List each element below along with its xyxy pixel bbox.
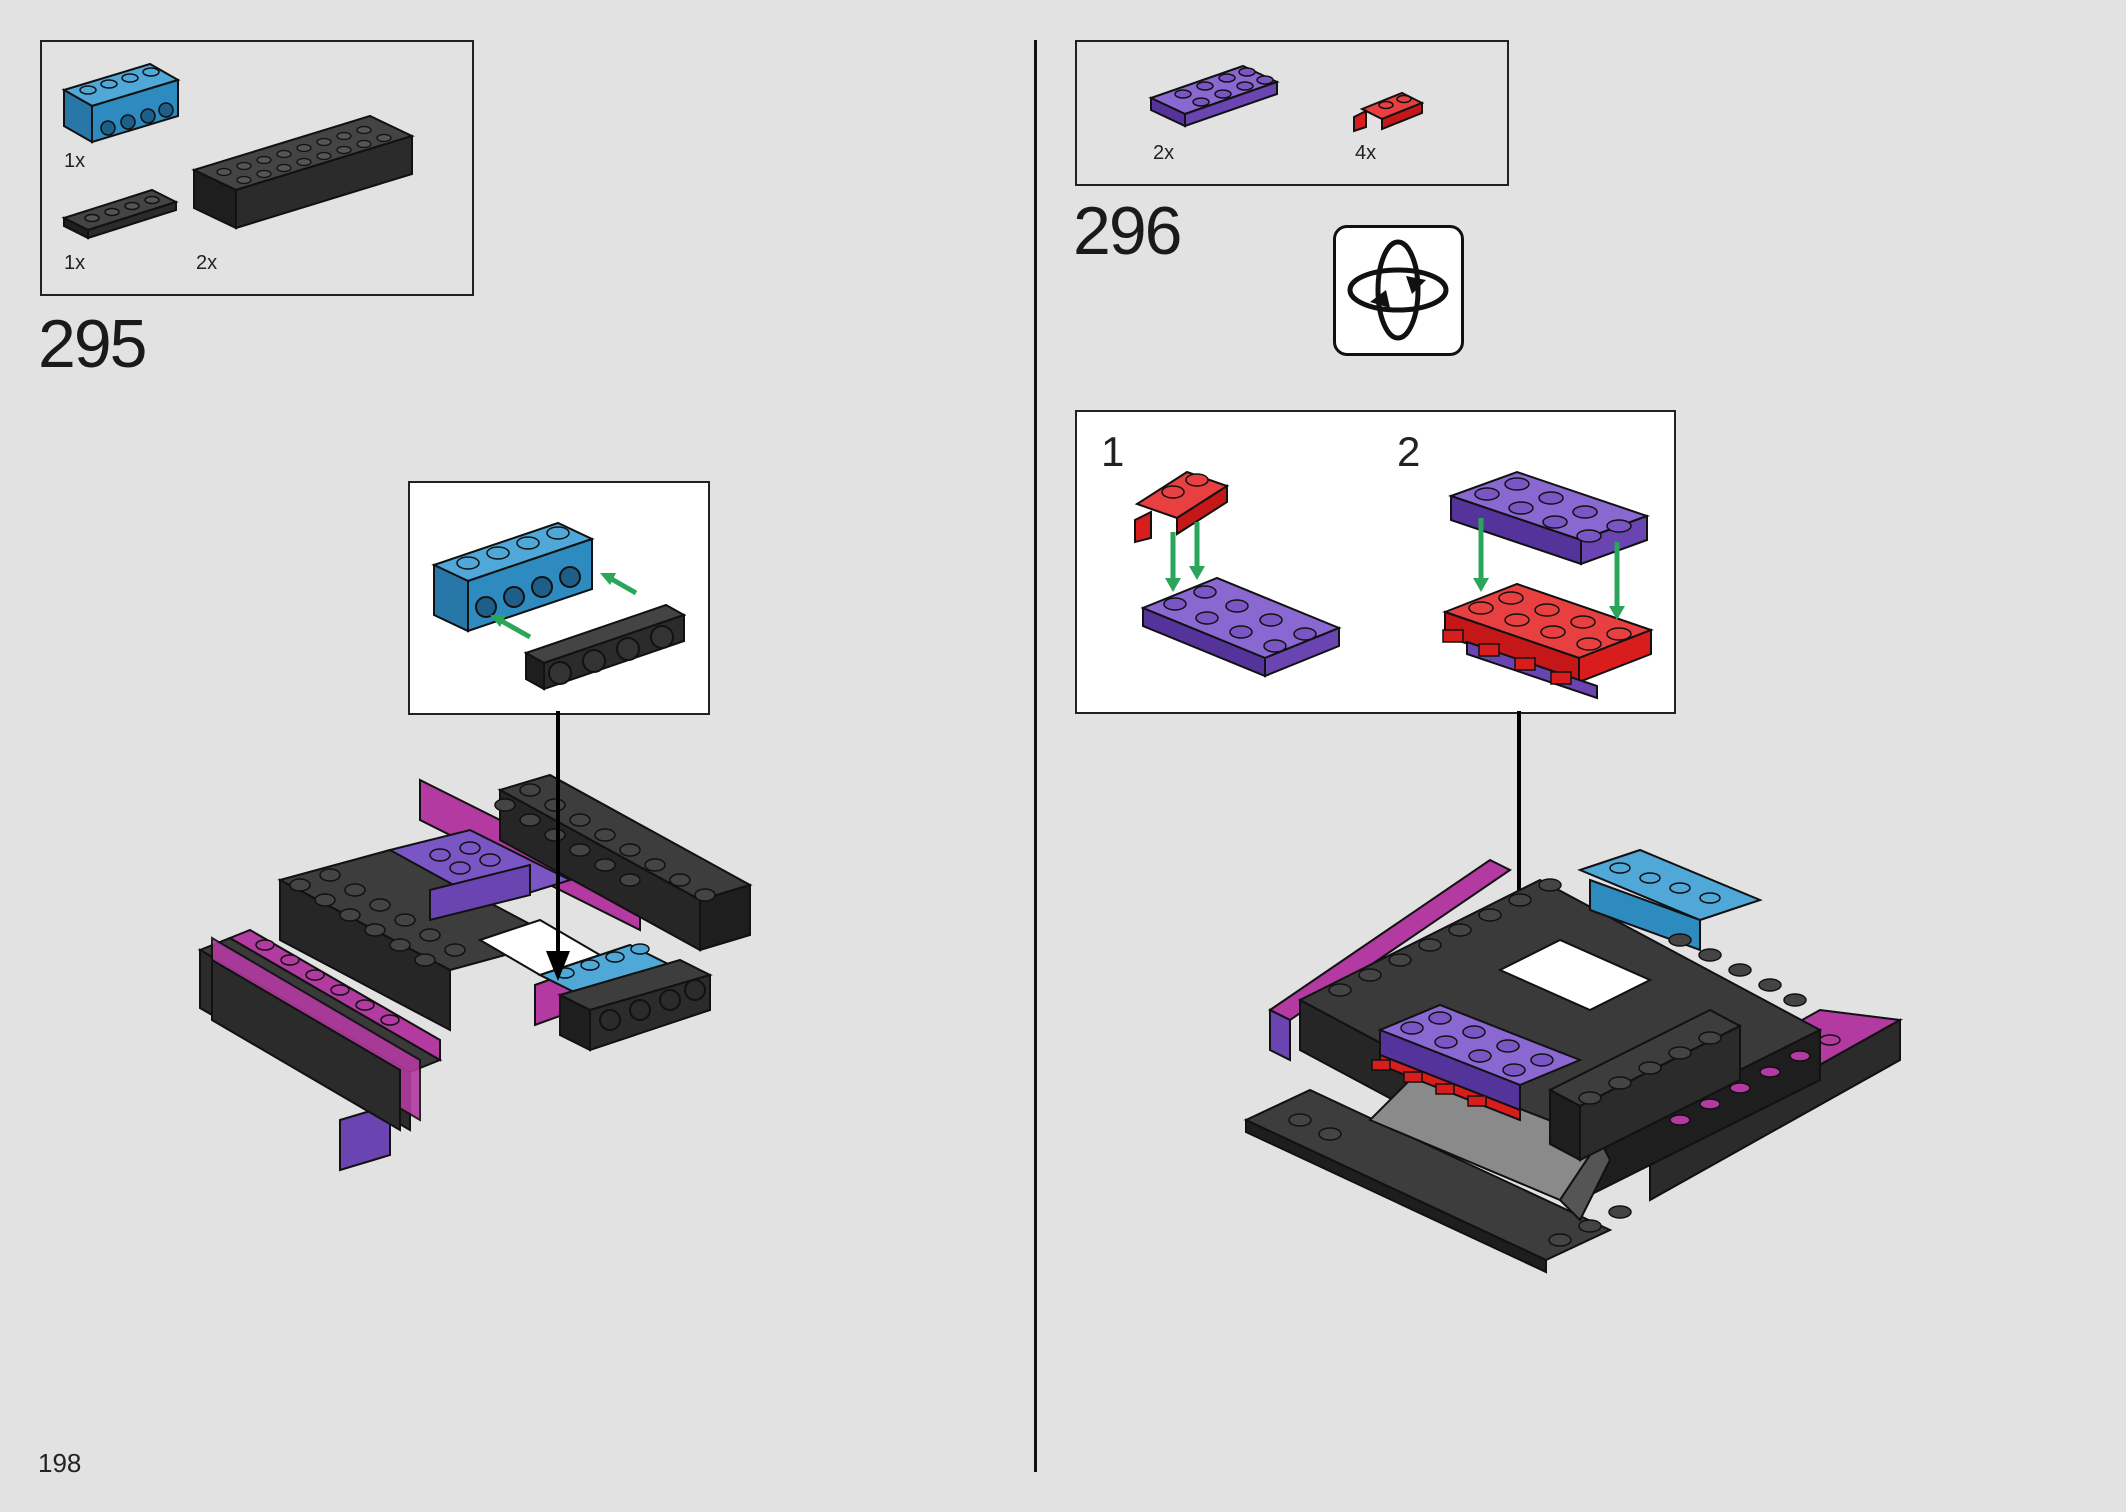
qty-label: 2x bbox=[196, 252, 218, 274]
qty-label: 4x bbox=[1355, 142, 1377, 164]
red-clip-plate-part bbox=[1353, 91, 1425, 133]
placement-arrow bbox=[546, 711, 570, 981]
page-divider bbox=[1034, 40, 1037, 1472]
substep-number: 2 bbox=[1397, 428, 1421, 475]
qty-label: 1x bbox=[64, 252, 86, 274]
model-assembly-296 bbox=[1243, 848, 1904, 1274]
step-number: 295 bbox=[38, 306, 147, 382]
callout-box-295 bbox=[408, 481, 710, 715]
step-number: 296 bbox=[1073, 193, 1182, 269]
black-brick-part bbox=[191, 114, 415, 230]
page-number: 198 bbox=[38, 1448, 82, 1478]
purple-plate-part bbox=[1148, 64, 1280, 128]
black-plate-part bbox=[61, 188, 179, 240]
callout-substep-illustration bbox=[1134, 470, 1654, 700]
rotate-model-icon bbox=[1333, 225, 1464, 356]
callout-box-296: 1 2 bbox=[1075, 410, 1676, 714]
parts-list-296: 2x 4x bbox=[1075, 40, 1509, 186]
qty-label: 2x bbox=[1153, 142, 1175, 164]
model-assembly-295 bbox=[197, 773, 753, 1172]
callout-assembly-illustration bbox=[431, 521, 687, 691]
blue-technic-brick-part bbox=[61, 62, 181, 144]
qty-label: 1x bbox=[64, 150, 86, 172]
substep-number: 1 bbox=[1101, 428, 1125, 475]
parts-list-295: 1x 1x 2x bbox=[40, 40, 474, 296]
